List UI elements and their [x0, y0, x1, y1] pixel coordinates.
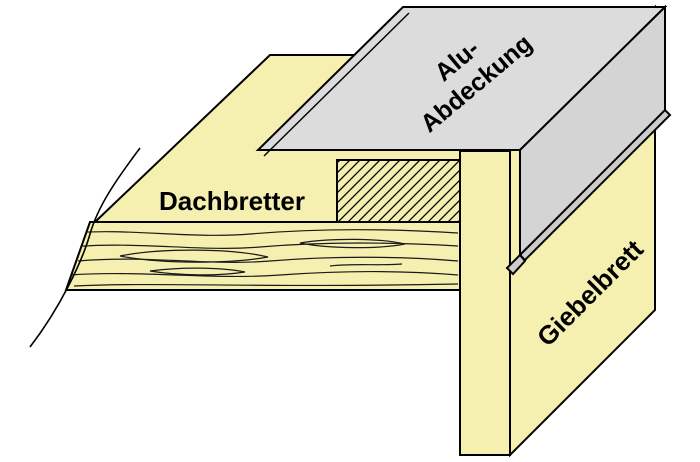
label-dachbretter: Dachbretter — [159, 186, 305, 216]
break-line — [29, 147, 141, 348]
alu-cover-drip-fold-tab — [505, 253, 527, 276]
roof-deck-front-face — [64, 221, 461, 291]
gable-board-front-face — [459, 150, 511, 456]
wood-grain-lines — [69, 229, 459, 287]
hatch-pattern — [336, 159, 461, 223]
edge-batten-cross-section — [336, 159, 461, 223]
alu-cover-inner-hem-line — [263, 12, 410, 157]
